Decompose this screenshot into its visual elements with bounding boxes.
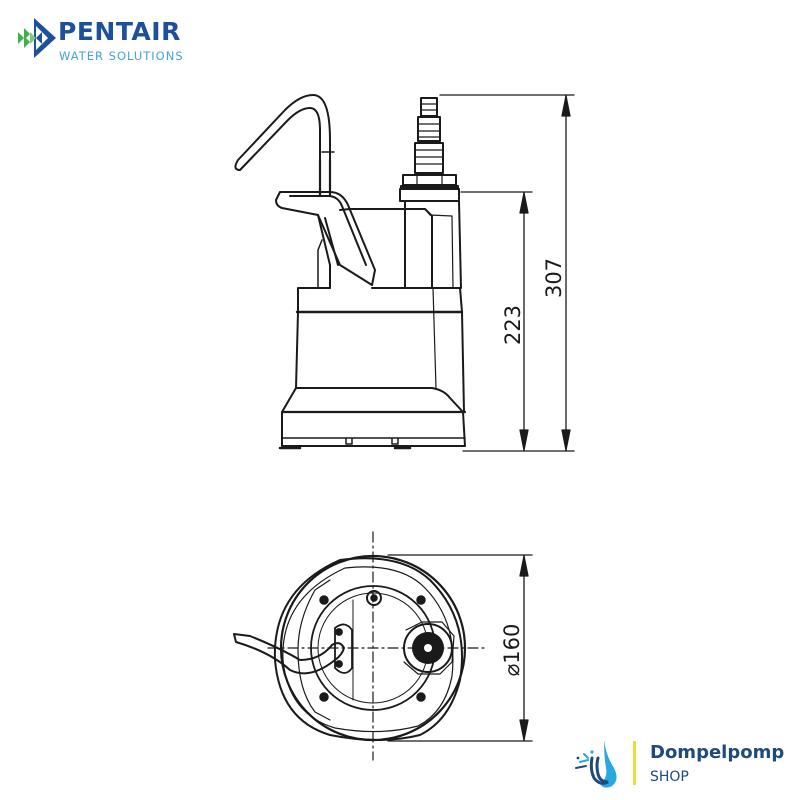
screws [319,590,426,702]
dompelpomp-shop-logo: Dompelpomp SHOP [570,736,795,792]
top-view [233,531,533,761]
dimension-diameter: ⌀160 [500,624,524,677]
pentair-fish-icon [18,18,56,58]
shop-name: Dompelpomp [650,742,785,763]
pentair-logo: PENTAIR WATER SOLUTIONS [16,14,206,70]
pump-body [278,287,467,450]
dimension-total-height: 307 [542,258,566,298]
outlet-top [403,621,455,675]
water-drop-icon [575,740,617,788]
brand-tagline: WATER SOLUTIONS [59,49,184,63]
cable-gland [334,623,353,674]
center-lines [267,531,486,761]
shop-sub: SHOP [650,769,689,785]
side-dimensions [439,94,575,452]
handle [275,191,376,286]
top-dimensions [387,554,533,742]
side-view [234,94,575,452]
dimension-body-height: 223 [501,305,525,345]
motor-housing [295,200,464,314]
hose-connector [399,97,460,202]
logo-divider [633,741,636,785]
float-cable [234,94,335,197]
brand-name: PENTAIR [58,17,181,46]
